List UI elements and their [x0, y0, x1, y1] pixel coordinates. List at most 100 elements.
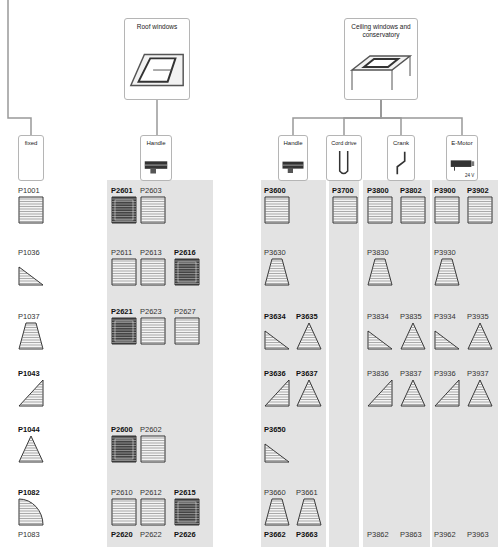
product-code: P2622 [140, 530, 162, 539]
box-title: Ceiling windows and conservatory [345, 23, 417, 39]
blind-thumbnail [141, 499, 165, 525]
product-code: P3635 [296, 312, 318, 321]
blind-thumbnail [401, 380, 425, 406]
drive-type-box: fixed [18, 135, 44, 181]
blind-thumbnail [368, 380, 392, 406]
tree-connector [293, 100, 381, 135]
blind-thumbnail [265, 259, 289, 285]
blind-thumbnail [265, 197, 289, 223]
product-code: P3630 [264, 248, 286, 257]
product-code: P2601 [111, 186, 133, 195]
product-code: P3636 [264, 369, 286, 378]
tree-connector [156, 100, 158, 135]
blind-thumbnail [297, 323, 321, 349]
box-title: fixed [19, 140, 43, 148]
product-code: P3937 [467, 369, 489, 378]
product-code: P1037 [18, 312, 40, 321]
blind-thumbnail [368, 331, 392, 349]
product-code: P3650 [264, 425, 286, 434]
product-code: P2621 [111, 307, 133, 316]
blind-thumbnail [141, 197, 165, 223]
tree-line [8, 0, 31, 135]
blind-thumbnail [435, 380, 459, 406]
drive-type-box: Handle [278, 135, 308, 181]
box-title: Handle [141, 140, 171, 148]
ceiling-window-icon [345, 46, 417, 96]
blind-thumbnail [19, 197, 43, 223]
blind-thumbnail [333, 197, 357, 223]
product-code: P3935 [467, 312, 489, 321]
blind-thumbnail [175, 259, 199, 285]
drive-type-box: Crank [387, 135, 415, 181]
blind-thumbnail [112, 197, 136, 223]
blind-thumbnail [141, 259, 165, 285]
product-code: P1082 [18, 488, 40, 497]
window-type-box: Ceiling windows and conservatory [344, 18, 418, 100]
blind-thumbnail [435, 331, 459, 349]
product-code: P3836 [367, 369, 389, 378]
box-title: Roof windows [125, 23, 189, 31]
product-code: P2602 [140, 425, 162, 434]
column-band [107, 180, 498, 547]
blind-thumbnail [265, 444, 289, 462]
blind-thumbnail [368, 259, 392, 285]
product-code: P3862 [367, 530, 389, 539]
product-code: P3660 [264, 488, 286, 497]
blind-thumbnail [468, 323, 492, 349]
product-code: P2600 [111, 425, 133, 434]
box-title: E-Motor [447, 140, 477, 148]
product-code: P3600 [264, 186, 286, 195]
blind-thumbnail [435, 259, 459, 285]
product-code: P2611 [111, 248, 132, 257]
product-code: P2626 [174, 530, 196, 539]
product-code: P2610 [111, 488, 133, 497]
blind-thumbnail [401, 323, 425, 349]
product-code: P1043 [18, 369, 40, 378]
crank-icon [388, 149, 414, 177]
product-code: P3802 [400, 186, 422, 195]
blind-thumbnail [112, 259, 136, 285]
product-code: P3835 [400, 312, 422, 321]
product-code: P2603 [140, 186, 162, 195]
cord-icon [327, 149, 360, 177]
blind-thumbnail [401, 197, 425, 223]
box-title: Crank [388, 140, 414, 148]
blind-thumbnail [468, 380, 492, 406]
voltage-label: 24 V [465, 173, 474, 178]
product-code: P3637 [296, 369, 318, 378]
drive-type-box: Cord drive [326, 135, 361, 181]
blind-thumbnail [112, 499, 136, 525]
product-code: P3902 [467, 186, 489, 195]
blind-thumbnail [265, 380, 289, 406]
product-code: P2627 [174, 307, 196, 316]
product-code: P3634 [264, 312, 286, 321]
product-code: P1001 [18, 186, 40, 195]
blind-thumbnail [112, 436, 136, 462]
product-code: P1083 [18, 530, 40, 539]
roof-window-icon [125, 46, 189, 96]
product-code: P3934 [434, 312, 456, 321]
product-code: P3700 [332, 186, 354, 195]
blind-thumbnail [19, 499, 43, 525]
blind-thumbnail [112, 318, 136, 344]
blind-thumbnail [19, 323, 43, 349]
product-code: P1036 [18, 248, 40, 257]
tree-connector [381, 100, 462, 135]
product-code: P3800 [367, 186, 389, 195]
product-code: P3834 [367, 312, 389, 321]
handle-icon [279, 155, 307, 177]
product-code: P3830 [367, 248, 389, 257]
product-code: P3662 [264, 530, 286, 539]
blind-thumbnail [19, 267, 43, 285]
product-code: P2616 [174, 248, 196, 257]
product-code: P2620 [111, 530, 133, 539]
product-code: P3900 [434, 186, 456, 195]
blind-thumbnail [297, 499, 321, 525]
drive-type-box: Handle [140, 135, 172, 181]
blind-thumbnail [19, 380, 43, 406]
blind-thumbnail [265, 499, 289, 525]
blind-thumbnail [175, 499, 199, 525]
product-code: P1044 [18, 425, 40, 434]
